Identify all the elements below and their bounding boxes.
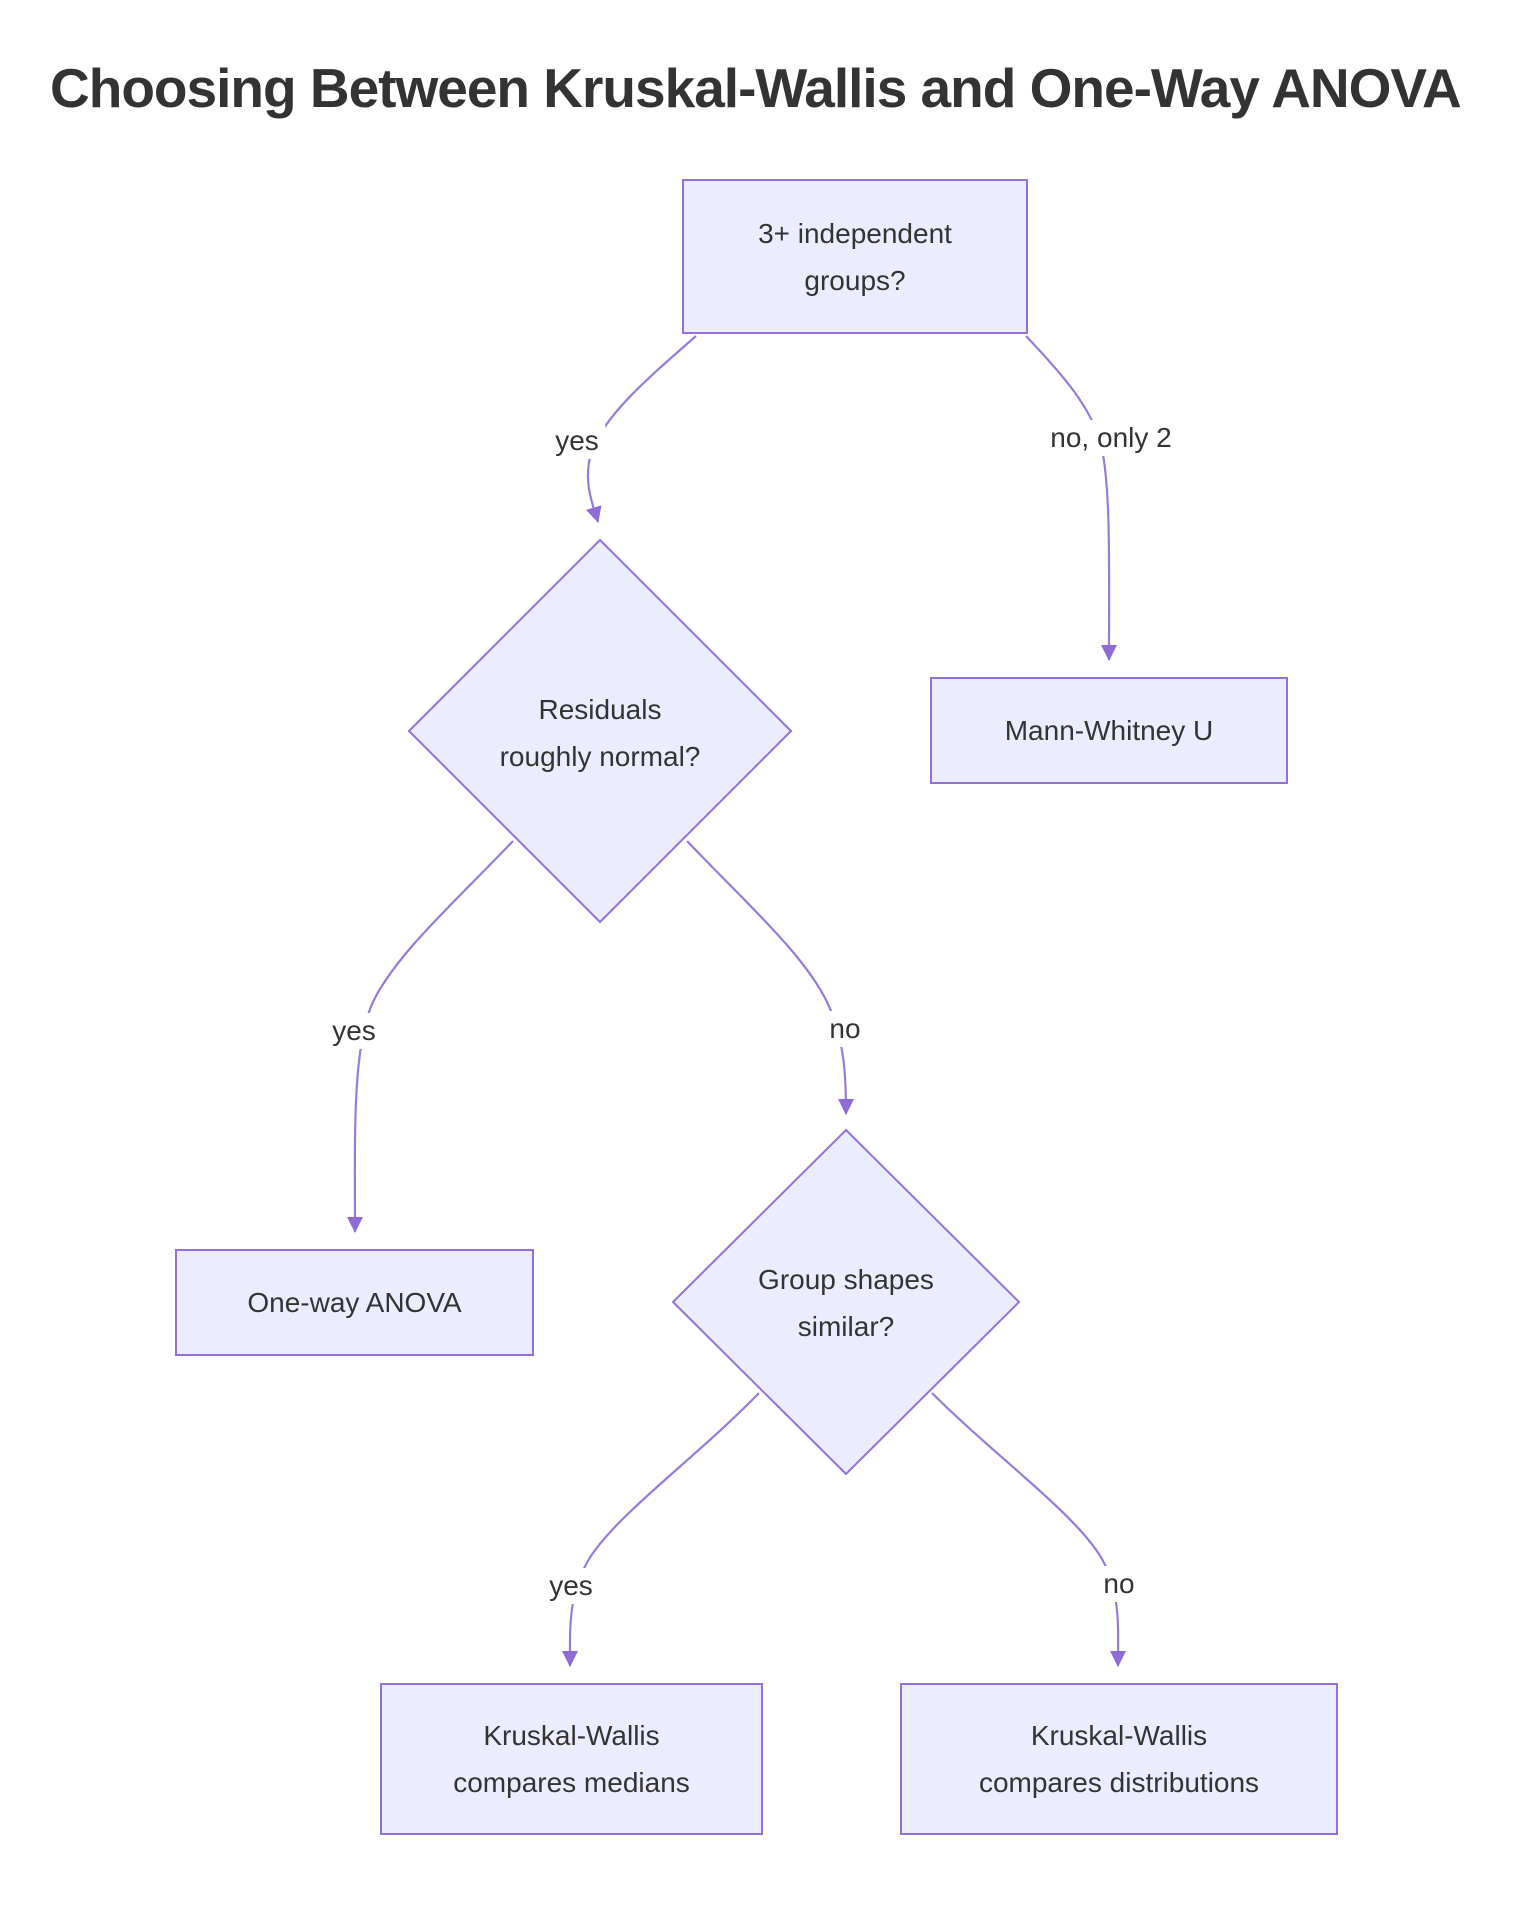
edge-label-residuals-yes: yes — [326, 1013, 382, 1049]
node-mann-whitney-line1: Mann-Whitney U — [1004, 715, 1214, 746]
edge-shapes-to-kw-medians — [561, 1392, 760, 1667]
node-kw-distributions: Kruskal-Wallis compares distributions — [900, 1683, 1338, 1835]
node-mann-whitney: Mann-Whitney U — [930, 677, 1288, 784]
edge-residuals-to-shapes — [686, 840, 854, 1115]
node-kw-medians: Kruskal-Wallis compares medians — [380, 1683, 763, 1835]
node-residuals-diamond — [407, 538, 793, 924]
edge-label-shapes-yes: yes — [543, 1568, 599, 1604]
node-groups-line1: 3+ independent — [758, 217, 952, 249]
node-anova: One-way ANOVA — [175, 1249, 534, 1356]
node-kw-distributions-line1: Kruskal-Wallis — [1030, 1720, 1208, 1751]
edge-groups-to-mann-whitney — [1025, 335, 1118, 661]
edge-label-groups-yes: yes — [549, 423, 605, 459]
node-anova-line1: One-way ANOVA — [247, 1287, 462, 1318]
edge-label-shapes-no: no — [1097, 1566, 1141, 1602]
edge-label-groups-no-only-2: no, only 2 — [1044, 420, 1178, 456]
node-kw-medians-line2: compares medians — [453, 1767, 690, 1798]
edge-residuals-to-anova — [346, 840, 514, 1233]
diagram-title: Choosing Between Kruskal-Wallis and One-… — [50, 57, 1462, 119]
node-groups: 3+ independent groups? — [682, 179, 1028, 334]
node-kw-distributions-line2: compares distributions — [978, 1767, 1260, 1798]
edge-shapes-to-kw-distributions — [931, 1392, 1127, 1667]
edge-label-residuals-no: no — [823, 1011, 867, 1047]
node-kw-medians-line1: Kruskal-Wallis — [483, 1720, 660, 1751]
node-shapes-diamond — [671, 1128, 1021, 1476]
node-groups-line2: groups? — [804, 264, 906, 296]
